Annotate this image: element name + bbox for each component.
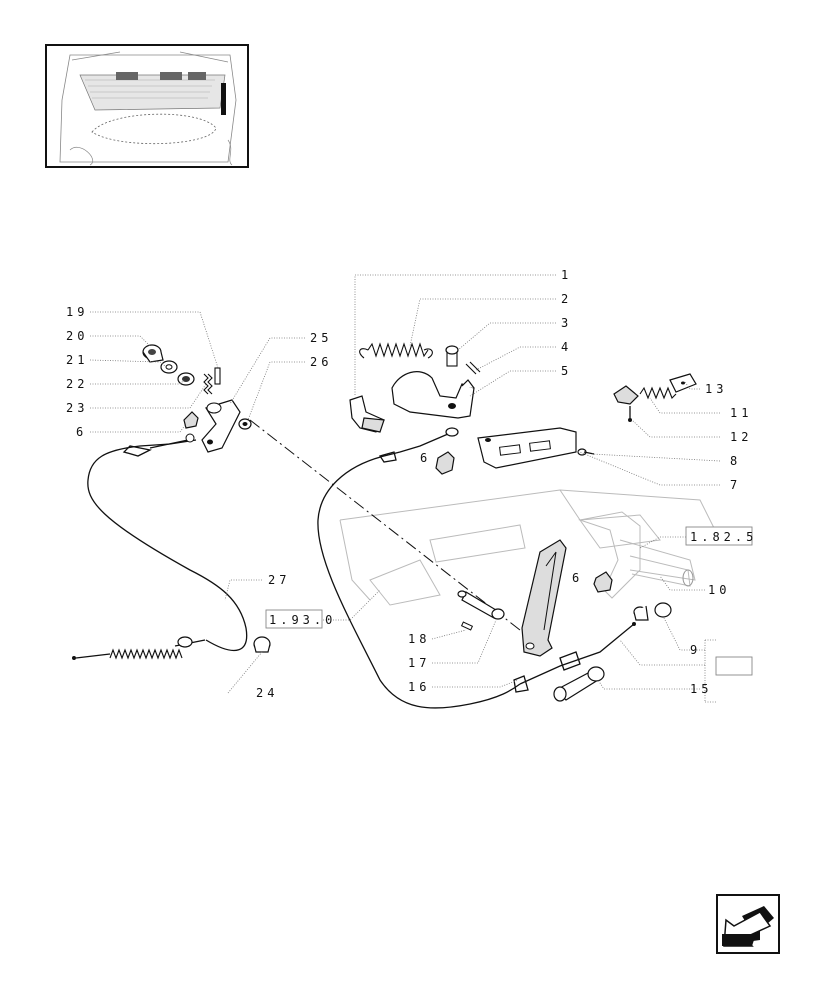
part-9-bushing[interactable]	[633, 602, 672, 621]
callout-12[interactable]: 12	[730, 430, 752, 444]
callout-21[interactable]: 21	[66, 353, 88, 367]
part-25-lever[interactable]	[201, 399, 241, 453]
callout-23[interactable]: 23	[66, 401, 88, 415]
part-23-spring[interactable]	[203, 373, 213, 395]
callout-7[interactable]: 7	[730, 478, 741, 492]
callout-1[interactable]: 1	[561, 268, 572, 282]
reference-1-93-0-label: 1.93.0	[269, 613, 336, 627]
axis-centerline	[249, 419, 521, 631]
callout-27[interactable]: 27	[268, 573, 290, 587]
callout-11[interactable]: 11	[730, 406, 752, 420]
part-18-pin[interactable]	[457, 590, 505, 631]
part-1-bracket[interactable]	[349, 395, 385, 433]
part-27-cable[interactable]	[72, 433, 248, 660]
part-21-washer[interactable]	[160, 360, 178, 374]
part-7-plate[interactable]	[477, 427, 577, 469]
reference-1-93-0[interactable]: 1.93.0	[265, 609, 336, 629]
callout-25[interactable]: 25	[310, 331, 332, 345]
callout-15[interactable]: 15	[690, 682, 712, 696]
part-26-washer[interactable]	[238, 418, 252, 430]
callout-labels: 1 2 3 4 5 6 7 8 9 10 11 12 13 14 15 16 1…	[66, 268, 752, 700]
callout-16[interactable]: 16	[408, 680, 430, 694]
part-15-knob[interactable]	[553, 666, 605, 702]
part-2-spring[interactable]	[359, 342, 433, 359]
callout-6-right[interactable]: 6	[572, 571, 583, 585]
callout-19[interactable]: 19	[66, 305, 88, 319]
part-5-bracket[interactable]	[391, 371, 475, 419]
callout-22[interactable]: 22	[66, 377, 88, 391]
reference-1-82-5-label: 1.82.5	[690, 530, 757, 544]
part-3-pin[interactable]	[445, 345, 459, 367]
tractor-cab-location-icon	[59, 51, 237, 166]
part-10-pedal-shaft[interactable]	[578, 511, 694, 599]
callout-18[interactable]: 18	[408, 632, 430, 646]
part-17-hand-lever[interactable]	[521, 539, 567, 657]
reference-1-82-5[interactable]: 1.82.5	[685, 526, 757, 546]
callout-17[interactable]: 17	[408, 656, 430, 670]
callout-6-left[interactable]: 6	[76, 425, 87, 439]
callout-9[interactable]: 9	[690, 643, 701, 657]
part-19-pin[interactable]	[214, 367, 221, 385]
callout-8[interactable]: 8	[730, 454, 741, 468]
callout-2[interactable]: 2	[561, 292, 572, 306]
part-13-plate[interactable]	[669, 373, 697, 393]
part-6-clip-right[interactable]	[593, 571, 613, 593]
callout-20[interactable]: 20	[66, 329, 88, 343]
location-thumbnail[interactable]	[45, 44, 249, 168]
callout-26[interactable]: 26	[310, 355, 332, 369]
return-arrow-icon[interactable]	[716, 894, 780, 954]
tractor-frame-outline	[339, 489, 721, 606]
part-16-cable[interactable]	[317, 427, 636, 709]
callout-24[interactable]: 24	[256, 686, 278, 700]
part-6-clip-center[interactable]	[435, 451, 455, 475]
part-6-clip-left[interactable]	[183, 411, 199, 429]
part-11-spring[interactable]	[639, 386, 677, 400]
callout-4[interactable]: 4	[561, 340, 572, 354]
callout-10[interactable]: 10	[708, 583, 730, 597]
callout-6-center[interactable]: 6	[420, 451, 431, 465]
part-12-bolt[interactable]	[613, 385, 639, 422]
part-4-split-pin[interactable]	[465, 361, 481, 375]
callout-3[interactable]: 3	[561, 316, 572, 330]
callout-13[interactable]: 13	[705, 382, 727, 396]
reference-14-box	[715, 656, 753, 676]
part-20-bushing[interactable]	[142, 344, 164, 363]
leader-lines	[89, 274, 721, 703]
callout-5[interactable]: 5	[561, 364, 572, 378]
part-24-cap[interactable]	[253, 636, 271, 653]
